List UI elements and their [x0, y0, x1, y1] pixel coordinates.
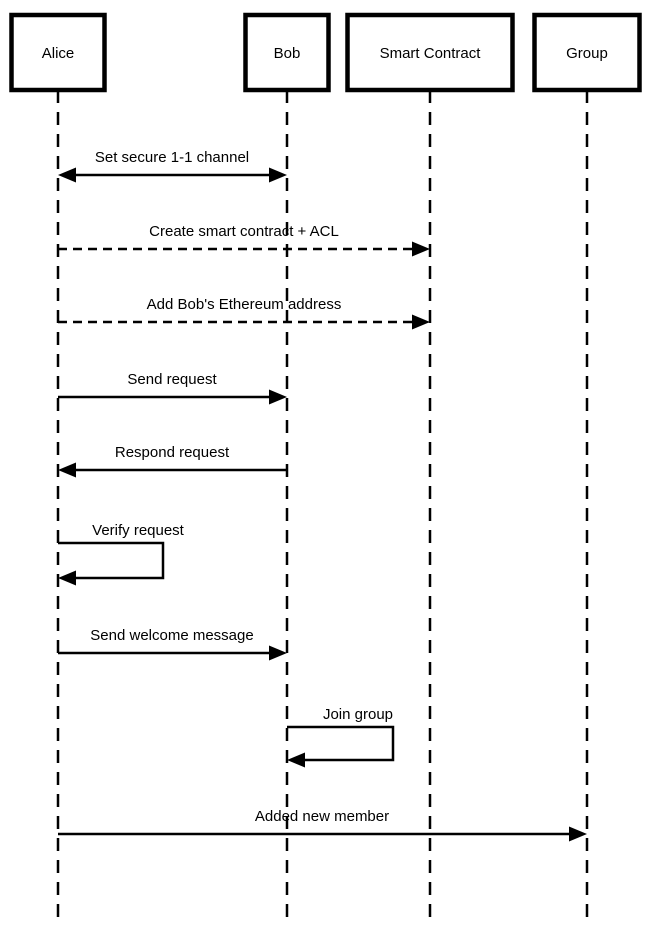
message-respond-request: Respond request: [58, 444, 287, 478]
actor-alice: Alice: [9, 12, 107, 93]
message-added-new-member: Added new member: [58, 808, 587, 842]
message-set-secure-channel: Set secure 1-1 channel: [58, 149, 287, 183]
message-loop-join-group: [287, 725, 395, 762]
message-create-smart-contract: Create smart contract + ACL: [58, 223, 430, 257]
actor-box-group: [532, 12, 642, 93]
arrowhead-right-icon: [269, 389, 287, 405]
arrowhead-left-icon: [58, 167, 76, 183]
actor-smart-contract: Smart Contract: [345, 12, 515, 93]
message-label-verify-request: Verify request: [92, 522, 185, 539]
arrowhead-right-icon: [412, 241, 430, 257]
actor-label-bob: Bob: [274, 45, 301, 62]
message-label-send-request: Send request: [127, 371, 217, 388]
actor-box-smart-contract: [345, 12, 515, 93]
actor-label-group: Group: [566, 45, 608, 62]
message-label-create-smart-contract: Create smart contract + ACL: [149, 223, 339, 240]
actor-box-alice: [9, 12, 107, 93]
message-send-request: Send request: [58, 371, 287, 405]
message-verify-request: Verify request: [58, 522, 185, 586]
message-label-join-group: Join group: [323, 706, 393, 723]
arrowhead-right-icon: [269, 167, 287, 183]
arrowhead-left-icon: [58, 462, 76, 478]
message-label-added-new-member: Added new member: [255, 808, 389, 825]
message-label-respond-request: Respond request: [115, 444, 230, 461]
message-add-ethereum-address: Add Bob's Ethereum address: [58, 296, 430, 330]
arrowhead-right-icon: [269, 645, 287, 661]
message-label-add-ethereum-address: Add Bob's Ethereum address: [147, 296, 342, 313]
actor-label-smart-contract: Smart Contract: [380, 45, 482, 62]
message-label-send-welcome: Send welcome message: [90, 627, 253, 644]
arrowhead-right-icon: [569, 826, 587, 842]
actor-bob: Bob: [243, 12, 331, 93]
message-loop-verify-request: [58, 541, 165, 580]
arrowhead-right-icon: [412, 314, 430, 330]
arrowhead-left-icon: [287, 752, 305, 768]
message-join-group: Join group: [287, 706, 395, 768]
actor-group: Group: [532, 12, 642, 93]
message-send-welcome: Send welcome message: [58, 627, 287, 661]
arrowhead-left-icon: [58, 570, 76, 586]
message-label-set-secure-channel: Set secure 1-1 channel: [95, 149, 249, 166]
actor-box-bob: [243, 12, 331, 93]
actor-label-alice: Alice: [42, 45, 75, 62]
